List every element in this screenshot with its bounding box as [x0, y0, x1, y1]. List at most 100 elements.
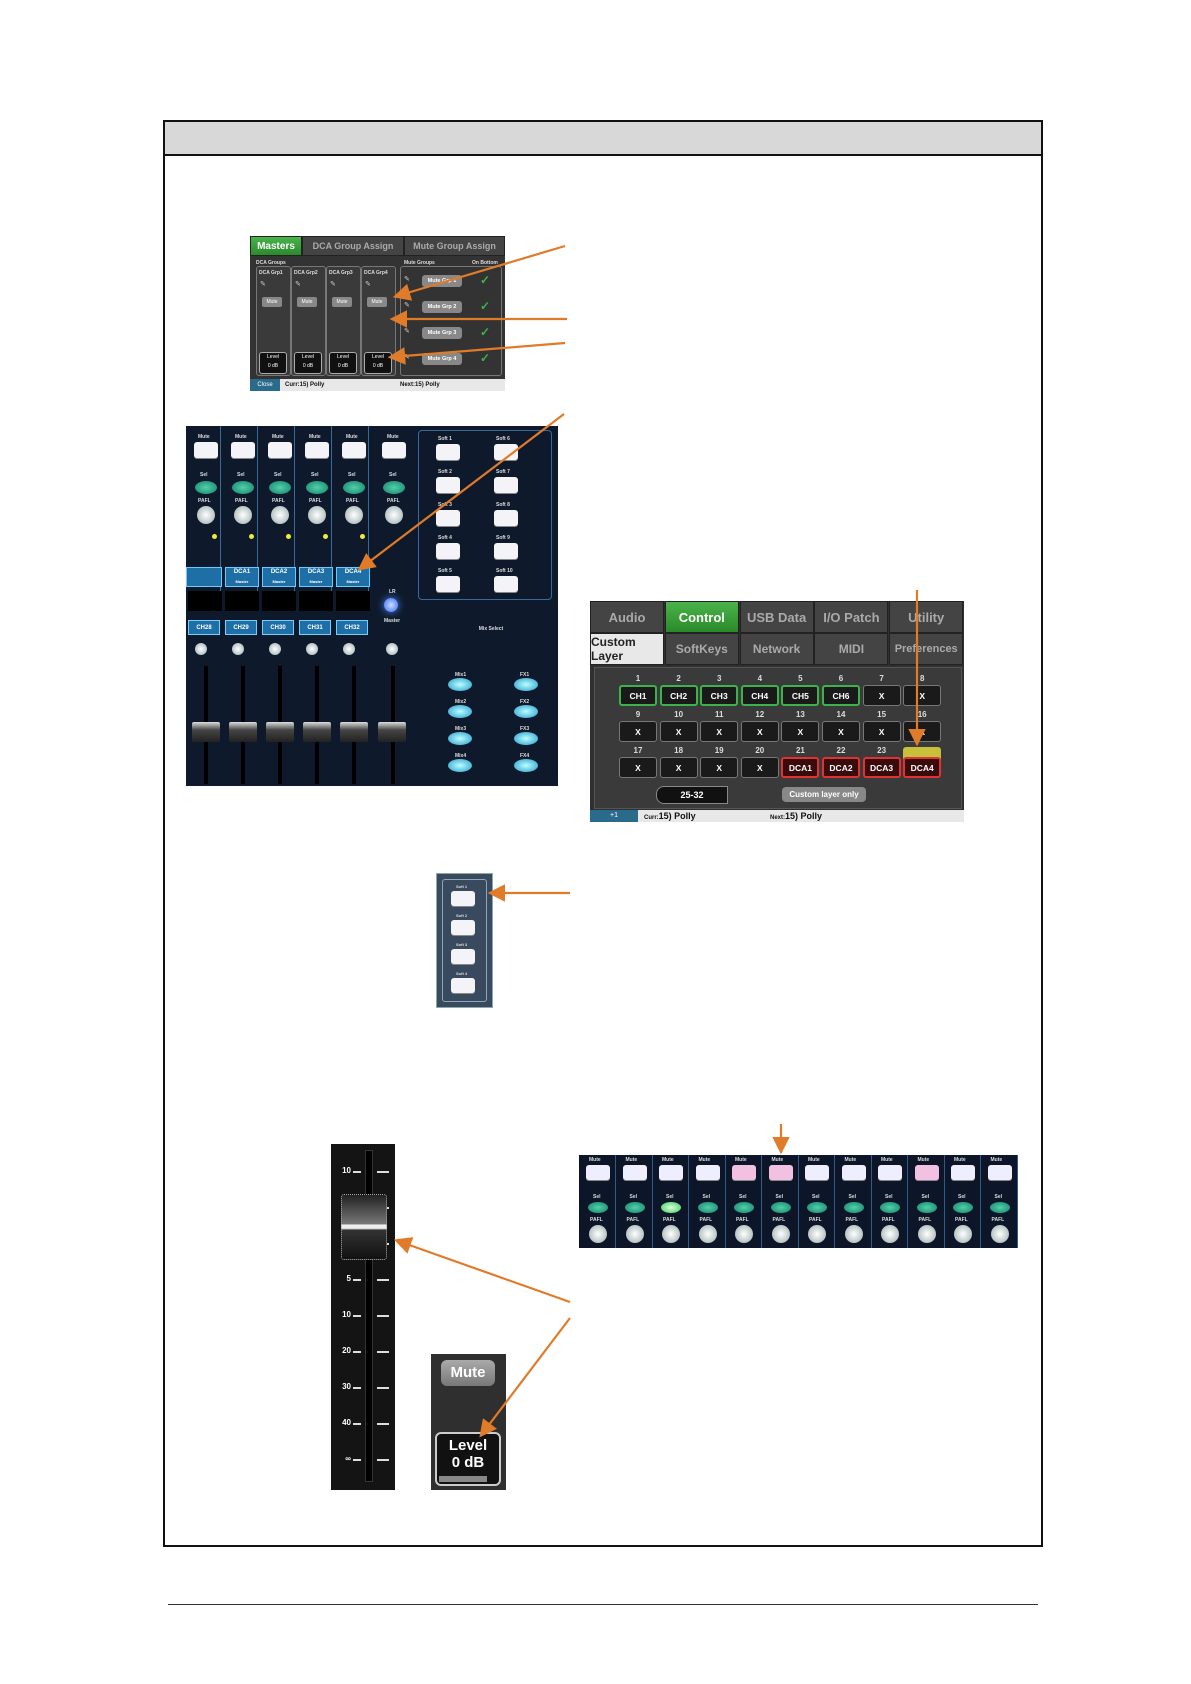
tab-control[interactable]: Control — [664, 601, 739, 633]
mute-group-button[interactable]: Mute Grp 2 — [422, 301, 462, 313]
dca-mute-button[interactable]: Mute — [297, 297, 317, 307]
gain-knob[interactable] — [195, 643, 207, 655]
fader-knob[interactable] — [341, 1194, 387, 1260]
tab-usb-data[interactable]: USB Data — [739, 601, 814, 633]
sel-button[interactable] — [588, 1202, 608, 1213]
layer-slot-button[interactable]: X — [822, 721, 860, 742]
mute-group-button[interactable]: Mute Grp 3 — [422, 327, 462, 339]
layer-slot-button[interactable]: X — [862, 721, 901, 742]
layer-slot-button[interactable]: X — [740, 757, 779, 778]
pafl-button[interactable] — [698, 1225, 717, 1243]
pafl-button[interactable] — [345, 506, 363, 524]
sel-button[interactable] — [916, 1202, 937, 1213]
softkey-button[interactable] — [451, 891, 475, 906]
custom-layer-only-button[interactable]: Custom layer only — [782, 787, 866, 802]
mute-button[interactable]: Mute — [441, 1360, 495, 1386]
pencil-icon[interactable]: ✎ — [330, 281, 336, 288]
mute-button[interactable] — [659, 1165, 683, 1180]
layer-slot-button[interactable]: CH5 — [781, 685, 820, 706]
fader-cap[interactable] — [266, 722, 294, 742]
close-button[interactable]: Close — [250, 379, 280, 391]
lr-button[interactable] — [384, 598, 398, 612]
check-icon[interactable]: ✓ — [480, 299, 491, 313]
softkey-button[interactable] — [494, 543, 518, 559]
softkey-button[interactable] — [494, 477, 518, 493]
sel-button[interactable] — [306, 481, 328, 494]
layer-slot-button[interactable]: X — [700, 757, 739, 778]
tab-i-o-patch[interactable]: I/O Patch — [814, 601, 889, 633]
pafl-button[interactable] — [917, 1225, 936, 1243]
layer-slot-button[interactable]: X — [619, 721, 657, 742]
layer-slot-button[interactable]: X — [659, 721, 698, 742]
mute-button[interactable] — [194, 442, 218, 458]
mute-button[interactable] — [622, 1165, 647, 1180]
layer-slot-button[interactable]: CH2 — [659, 685, 698, 706]
layer-slot-button[interactable]: DCA2 — [822, 757, 860, 778]
pencil-icon[interactable]: ✎ — [365, 281, 371, 288]
tab-midi[interactable]: MIDI — [814, 633, 889, 665]
layer-slot-button[interactable]: DCA4 — [903, 757, 942, 778]
range-button[interactable]: 25-32 — [656, 786, 728, 804]
sel-button[interactable] — [661, 1202, 681, 1213]
pafl-button[interactable] — [589, 1225, 607, 1243]
dca-mute-button[interactable]: Mute — [262, 297, 282, 307]
sel-button[interactable] — [195, 481, 217, 494]
layer-slot-button[interactable]: X — [659, 757, 698, 778]
softkey-button[interactable] — [436, 576, 460, 592]
mute-button[interactable] — [951, 1165, 975, 1180]
pencil-icon[interactable]: ✎ — [295, 281, 301, 288]
mute-button[interactable] — [987, 1165, 1012, 1180]
gain-knob[interactable] — [343, 643, 355, 655]
gain-knob[interactable] — [306, 643, 318, 655]
sel-button[interactable] — [843, 1202, 864, 1213]
pencil-icon[interactable]: ✎ — [404, 354, 410, 361]
pafl-button[interactable] — [808, 1225, 826, 1243]
mute-group-button[interactable]: Mute Grp 1 — [422, 275, 462, 287]
fx-button[interactable] — [514, 705, 538, 718]
layer-slot-button[interactable]: X — [619, 757, 657, 778]
pafl-button[interactable] — [197, 506, 215, 524]
pafl-button[interactable] — [844, 1225, 863, 1243]
softkey-button[interactable] — [436, 543, 460, 559]
master-gain-knob[interactable] — [386, 643, 398, 655]
softkey-button[interactable] — [451, 949, 475, 964]
tab-audio[interactable]: Audio — [590, 601, 664, 633]
master-fader-cap[interactable] — [378, 722, 406, 742]
sel-button[interactable] — [624, 1202, 645, 1213]
mix-button[interactable] — [448, 732, 472, 745]
sel-button[interactable] — [770, 1202, 791, 1213]
fader-cap[interactable] — [192, 722, 220, 742]
sel-button[interactable] — [232, 481, 254, 494]
mute-button[interactable] — [805, 1165, 829, 1180]
pafl-button[interactable] — [954, 1225, 972, 1243]
master-mute-button[interactable] — [382, 442, 406, 458]
fader-cap[interactable] — [303, 722, 331, 742]
mute-button[interactable] — [768, 1165, 793, 1180]
tab-preferences[interactable]: Preferences — [889, 633, 964, 665]
layer-slot-button[interactable]: CH3 — [700, 685, 739, 706]
layer-slot-button[interactable]: X — [700, 721, 739, 742]
sel-button[interactable] — [269, 481, 291, 494]
sel-button[interactable] — [989, 1202, 1010, 1213]
fader-cap[interactable] — [229, 722, 257, 742]
pencil-icon[interactable]: ✎ — [404, 302, 410, 309]
softkey-button[interactable] — [451, 978, 475, 993]
layer-slot-button[interactable]: X — [862, 685, 901, 706]
layer-slot-button[interactable]: DCA1 — [781, 757, 820, 778]
mute-button[interactable] — [841, 1165, 866, 1180]
layer-slot-button[interactable]: CH1 — [619, 685, 657, 706]
master-sel-button[interactable] — [383, 481, 405, 494]
layer-slot-button[interactable]: X — [903, 685, 942, 706]
pafl-button[interactable] — [234, 506, 252, 524]
mute-button[interactable] — [732, 1165, 756, 1180]
tab-mute-group-assign[interactable]: Mute Group Assign — [404, 236, 505, 256]
tab-dca-group-assign[interactable]: DCA Group Assign — [302, 236, 404, 256]
tab-network[interactable]: Network — [739, 633, 814, 665]
pafl-button[interactable] — [881, 1225, 899, 1243]
fx-button[interactable] — [514, 732, 538, 745]
softkey-button[interactable] — [436, 477, 460, 493]
gain-knob[interactable] — [232, 643, 244, 655]
